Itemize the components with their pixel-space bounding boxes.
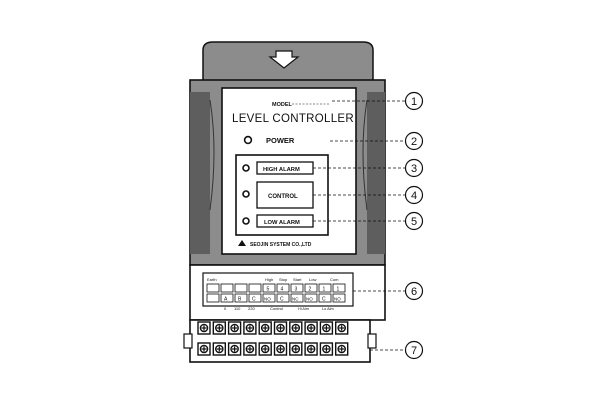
svg-text:7: 7 [411,345,417,357]
arrow-down-icon [268,50,300,69]
model-label: MODEL [272,102,293,108]
terminal-lower-row: A B C NO C NC NO C NO [206,293,346,303]
high-alarm-label: HIGH ALARM [263,167,300,173]
maker-label: SEOJIN SYSTEM CO.,LTD [250,242,312,248]
svg-text:3: 3 [295,287,298,293]
svg-text:5: 5 [267,287,270,293]
label-start: Start [293,277,302,282]
title-label: LEVEL CONTROLLER [232,113,354,125]
svg-text:1: 1 [337,287,340,293]
svg-text:1: 1 [411,96,417,108]
callout-3: 3 [404,158,424,178]
label-low: Low [309,277,316,282]
svg-text:4: 4 [411,190,417,202]
group-hi-alm: Hi Alm [298,307,309,311]
terminal-upper-row: 5 4 3 2 1 1 [206,283,346,293]
label-earth: Earth [207,277,217,282]
low-alarm-led-icon [242,217,250,225]
callout-6: 6 [404,281,424,301]
left-side-panel [190,92,210,254]
svg-text:1: 1 [323,287,326,293]
low-alarm-label: LOW ALARM [264,220,300,226]
svg-text:NO: NO [264,297,271,302]
label-high: High [265,277,273,282]
group-control: Control [270,306,283,311]
svg-text:NO: NO [334,297,341,302]
svg-text:C: C [252,297,256,303]
control-label: CONTROL [268,194,298,200]
high-alarm-led-icon [242,164,250,172]
voltage-110: 110 [234,306,241,311]
power-led-icon [243,135,253,145]
svg-text:C: C [322,297,326,303]
callout-4: 4 [404,185,424,205]
voltage-0: 0 [224,306,227,311]
screw-row-upper [197,321,349,335]
svg-text:5: 5 [411,216,417,228]
label-stop: Stop [279,277,288,282]
callout-5: 5 [404,211,424,231]
group-lo-alm: Lo Alm [322,307,334,311]
svg-text:2: 2 [411,136,417,148]
svg-text:NC: NC [292,297,299,302]
callout-1: 1 [404,91,424,111]
svg-text:2: 2 [309,287,312,293]
svg-text:NO: NO [306,297,313,302]
callout-7: 7 [404,340,424,360]
voltage-220: 220 [248,306,255,311]
svg-text:C: C [280,297,284,303]
svg-text:A: A [224,297,228,303]
maker-logo-icon [238,240,246,246]
right-side-panel [367,92,385,254]
power-label: POWER [266,136,295,145]
svg-text:B: B [238,297,242,303]
svg-text:4: 4 [281,287,284,293]
control-led-icon [242,190,250,198]
svg-text:6: 6 [411,286,417,298]
screw-row-lower [197,342,349,356]
svg-text:3: 3 [411,163,417,175]
label-com: Com [330,277,339,282]
callout-2: 2 [404,131,424,151]
